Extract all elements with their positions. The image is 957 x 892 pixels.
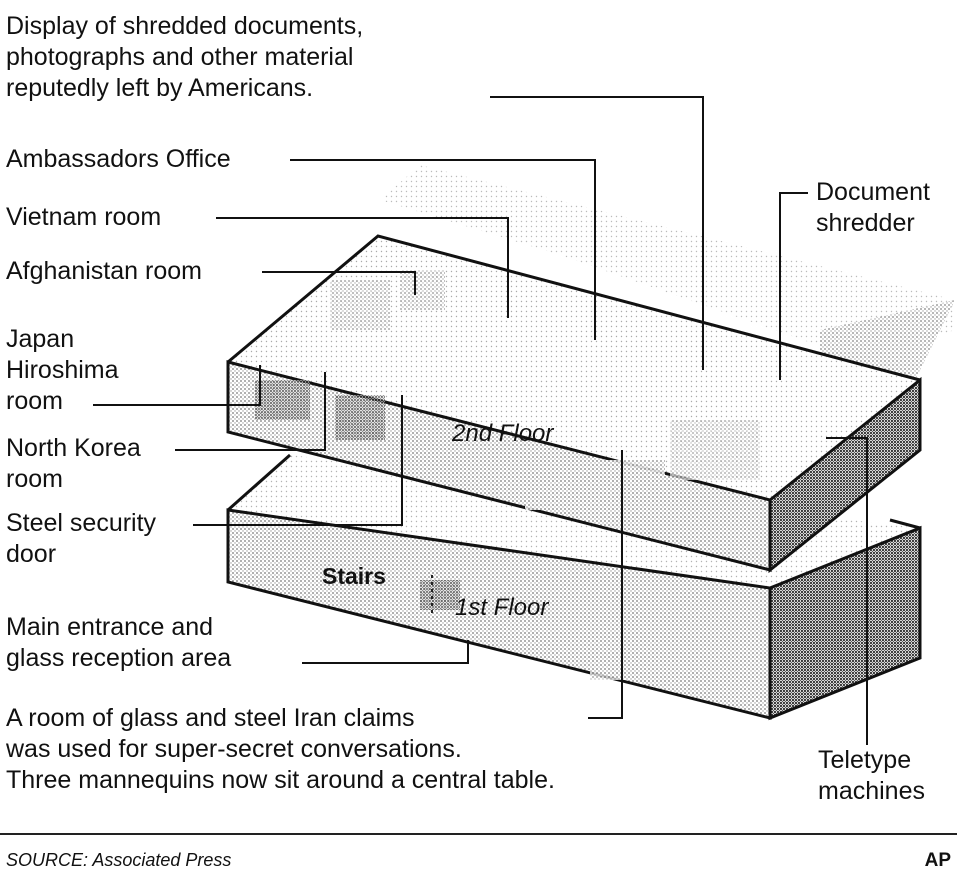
leader-display [490,96,704,370]
japan-label-line: Hiroshima [6,356,119,384]
second-floor-side [768,376,922,574]
japan-hiroshima-room-label: Japan Hiroshima room [6,324,119,417]
leader-north-korea [175,372,326,451]
room-block [670,420,760,480]
north-korea-label-line: North Korea [6,434,141,462]
display-label-line: Display of shredded documents, [6,12,364,40]
second-floor-label: 2nd Floor [452,420,554,447]
room-block [590,620,740,680]
ap-credit: AP [924,850,951,871]
second-floor-back-edge [227,234,921,382]
steel-door-label-line: Steel security [6,509,157,537]
leader-glass-room [588,450,623,719]
display-label-line: reputedly left by Americans. [6,74,314,102]
leader-japan [93,365,261,406]
room-block [240,540,320,580]
afghanistan-room-label: Afghanistan room [6,257,202,285]
display-label: Display of shredded documents, photograp… [6,11,363,104]
shredder-label-line: Document [816,178,930,206]
leader-main-entrance [302,640,469,664]
room-block [525,460,665,510]
japan-label-line: room [6,387,63,415]
document-shredder-label: Document shredder [816,177,930,239]
ambassadors-office-label: Ambassadors Office [6,145,231,173]
teletype-machines-label: Teletype machines [818,745,925,807]
leader-afghanistan [262,271,416,295]
footer-divider [0,833,957,835]
display-label-line: photographs and other material [6,43,354,71]
stairs-label: Stairs [322,563,386,589]
teletype-label-line: Teletype [818,746,912,774]
room-block [400,270,445,310]
japan-label-line: Japan [6,325,75,353]
leader-lines [93,96,868,745]
first-floor-back-edge [227,453,291,512]
leader-vietnam [216,217,509,318]
roof-plane [380,165,955,360]
leader-shredder [779,192,808,380]
vietnam-room-label: Vietnam room [6,203,162,231]
main-entrance-label-line: glass reception area [6,644,232,672]
first-floor-right-edge [889,518,921,530]
room-block [420,580,460,610]
room-block [335,395,385,440]
source-credit: SOURCE: Associated Press [6,850,232,870]
steel-security-door-label: Steel security door [6,508,156,570]
first-floor-label: 1st Floor [455,594,549,621]
shredder-label-line: shredder [816,209,915,237]
room-block [255,380,310,420]
glass-room-label: A room of glass and steel Iran claims wa… [6,703,555,796]
glass-room-label-line: Three mannequins now sit around a centra… [6,766,555,794]
glass-room-label-line: was used for super-secret conversations. [6,735,462,763]
leader-steel-door [193,395,403,526]
leader-ambassadors [290,159,596,340]
teletype-label-line: machines [818,777,925,805]
north-korea-room-label: North Korea room [6,433,141,495]
leader-teletype [826,437,868,745]
main-entrance-label-line: Main entrance and [6,613,214,641]
glass-room-label-line: A room of glass and steel Iran claims [6,704,415,732]
north-korea-label-line: room [6,465,63,493]
main-entrance-label: Main entrance and glass reception area [6,612,231,674]
steel-door-label-line: door [6,540,57,568]
first-floor-side [768,525,922,721]
room-block [330,280,390,330]
